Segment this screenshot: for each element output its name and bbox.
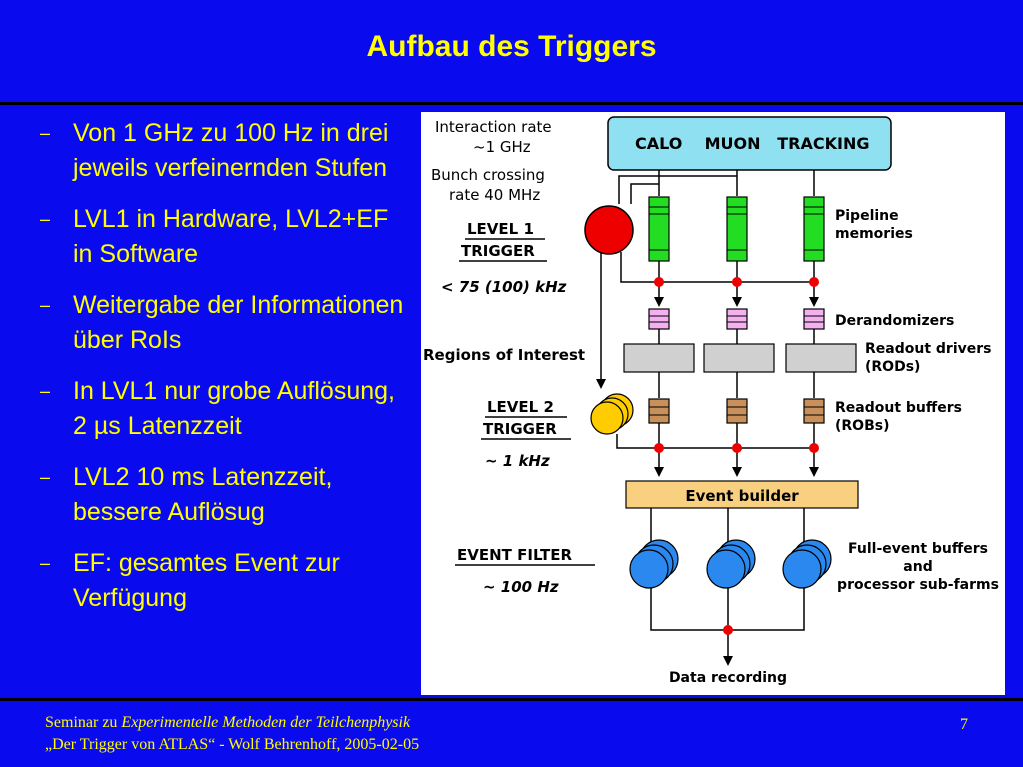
bullet-item: – In LVL1 nur grobe Auflösung, 2 µs Laten…	[40, 374, 412, 444]
level1-label: LEVEL 1 TRIGGER < 75 (100) kHz	[441, 220, 567, 296]
readout-buffer	[803, 398, 825, 424]
readout-driver	[785, 343, 857, 373]
derandomizers	[648, 308, 825, 330]
footer-line-1: Seminar zu Experimentelle Methoden der T…	[45, 712, 419, 734]
junction-dots-l1	[654, 277, 819, 287]
footer-course: Experimentelle Methoden der Teilchenphys…	[121, 714, 411, 731]
bullet-text: Weitergabe der Informationen über RoIs	[73, 291, 404, 354]
level2-title: LEVEL 2	[487, 398, 554, 416]
trigger-diagram: Interaction rate ~1 GHz Bunch crossing r…	[421, 112, 1005, 695]
readout-drivers	[623, 343, 857, 373]
derandomizer	[726, 308, 748, 330]
rob-label: Readout buffers	[835, 400, 962, 416]
farm-label-3: processor sub-farms	[837, 577, 999, 593]
bullet-dash: –	[40, 381, 51, 401]
detector-label: CALO MUON TRACKING	[635, 134, 869, 153]
bullet-item: – LVL1 in Hardware, LVL2+EF in Software	[40, 202, 412, 272]
bullet-dash: –	[40, 123, 51, 143]
processor-farm	[782, 539, 832, 589]
readout-driver	[623, 343, 695, 373]
junction-dots-l2	[654, 443, 819, 453]
level1-rate: < 75 (100) kHz	[441, 278, 567, 296]
event-filter-rate: ~ 100 Hz	[483, 578, 559, 596]
event-builder-label: Event builder	[685, 487, 799, 505]
bullet-dash: –	[40, 209, 51, 229]
junction-dot	[732, 277, 742, 287]
bullet-text: LVL1 in Hardware, LVL2+EF in Software	[73, 205, 389, 268]
readout-driver	[703, 343, 775, 373]
event-filter-label: EVENT FILTER ~ 100 Hz	[455, 546, 595, 596]
bullet-text: In LVL1 nur grobe Auflösung, 2 µs Latenz…	[73, 377, 395, 440]
derandomizers-label: Derandomizers	[835, 313, 954, 329]
readout-buffer	[726, 398, 748, 424]
processor-farms	[629, 539, 832, 589]
detector-box	[607, 116, 892, 171]
footer-line-2: „Der Trigger von ATLAS“ - Wolf Behrenhof…	[45, 736, 420, 753]
rod-label: Readout drivers	[865, 341, 991, 357]
slide-title: Aufbau des Triggers	[366, 30, 657, 63]
roi-label: Regions of Interest	[423, 346, 585, 364]
junction-dot	[723, 625, 733, 635]
level2-trigger-node	[590, 393, 634, 435]
top-divider	[0, 102, 1023, 105]
bunch-crossing-text: Bunch crossing	[431, 166, 545, 184]
bunch-crossing-value: rate 40 MHz	[449, 186, 540, 204]
derandomizer	[803, 308, 825, 330]
level1-trigger: TRIGGER	[461, 242, 535, 260]
farm-label-2: and	[903, 559, 932, 575]
junction-dot	[809, 443, 819, 453]
processor-farm	[629, 539, 679, 589]
detector-links	[618, 170, 815, 204]
bottom-divider	[0, 698, 1023, 701]
bullet-text: Von 1 GHz zu 100 Hz in drei jeweils verf…	[73, 119, 389, 182]
rod-label-2: (RODs)	[865, 359, 920, 375]
pipeline-label-2: memories	[835, 226, 913, 242]
level1-title: LEVEL 1	[467, 220, 534, 238]
junction-dot	[654, 443, 664, 453]
footer-prefix: Seminar zu	[45, 714, 122, 731]
junction-dot	[732, 443, 742, 453]
pipeline-label: Pipeline	[835, 208, 899, 224]
bullet-list: – Von 1 GHz zu 100 Hz in drei jeweils ver…	[40, 116, 412, 632]
rob-label-2: (ROBs)	[835, 418, 889, 434]
interaction-rate-label: Interaction rate ~1 GHz Bunch crossing r…	[431, 118, 552, 204]
event-builder-box	[625, 480, 859, 509]
level2-trigger: TRIGGER	[483, 420, 557, 438]
interaction-rate-value: ~1 GHz	[473, 138, 531, 156]
bullet-dash: –	[40, 295, 51, 315]
data-recording-label: Data recording	[669, 670, 787, 686]
interaction-rate-text: Interaction rate	[435, 118, 552, 136]
page-number: 7	[960, 716, 968, 733]
pipeline-memories	[648, 196, 825, 262]
level2-label: LEVEL 2 TRIGGER ~ 1 kHz	[481, 398, 571, 470]
derandomizer	[648, 308, 670, 330]
level2-rate: ~ 1 kHz	[485, 452, 550, 470]
event-filter-title: EVENT FILTER	[457, 546, 572, 564]
footer: Seminar zu Experimentelle Methoden der T…	[45, 712, 419, 756]
bullet-text: EF: gesamtes Event zur Verfügung	[73, 549, 340, 612]
junction-dot	[654, 277, 664, 287]
bullet-item: – LVL2 10 ms Latenzzeit, bessere Auflösug	[40, 460, 412, 530]
junction-dot	[809, 277, 819, 287]
bullet-item: – EF: gesamtes Event zur Verfügung	[40, 546, 412, 616]
processor-farm	[706, 539, 756, 589]
bullet-dash: –	[40, 467, 51, 487]
level1-trigger-node	[584, 205, 634, 255]
readout-buffer	[648, 398, 670, 424]
farm-label: Full-event buffers	[848, 541, 988, 557]
bullet-item: – Von 1 GHz zu 100 Hz in drei jeweils ver…	[40, 116, 412, 186]
bullet-dash: –	[40, 553, 51, 573]
bullet-text: LVL2 10 ms Latenzzeit, bessere Auflösug	[73, 463, 333, 526]
bullet-item: – Weitergabe der Informationen über RoIs	[40, 288, 412, 358]
readout-buffers	[648, 398, 825, 424]
